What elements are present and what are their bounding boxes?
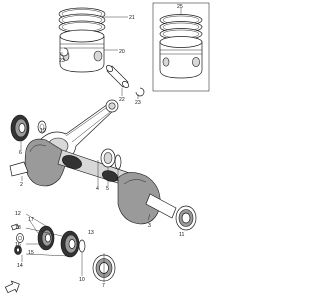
gear-spacer[interactable]	[78, 239, 86, 253]
callout-3: 3	[148, 223, 151, 229]
piston-pin-circlip-right[interactable]	[135, 87, 145, 97]
callout-2: 2	[20, 182, 23, 188]
callout-4: 4	[96, 186, 99, 192]
callout-19: 19	[40, 128, 46, 134]
nut-small[interactable]	[14, 245, 22, 255]
callout-5: 5	[106, 186, 109, 192]
callout-23a: 23	[59, 58, 65, 64]
callout-16: 16	[15, 242, 21, 248]
crank-key[interactable]	[11, 223, 19, 231]
callout-10: 10	[79, 277, 85, 283]
piston	[59, 35, 105, 73]
callout-15: 15	[28, 250, 34, 256]
callout-14: 14	[17, 263, 23, 269]
crankshaft-gear-left[interactable]	[10, 114, 30, 142]
callout-17: 17	[28, 217, 34, 223]
callout-12: 12	[15, 211, 21, 217]
callout-22: 22	[119, 97, 125, 103]
callout-20: 20	[119, 49, 125, 55]
callout-7: 7	[102, 283, 105, 289]
callout-labels: 21 20 23 22 23 25 19 6 2 4 5 1 3 11 12 1…	[15, 4, 184, 289]
crankshaft-bearing-right[interactable]	[175, 205, 197, 231]
callout-11: 11	[179, 232, 184, 238]
callout-23b: 23	[135, 100, 141, 106]
callout-6: 6	[19, 150, 22, 156]
piston-set-frame[interactable]	[152, 2, 210, 92]
crankshaft[interactable]	[9, 138, 177, 225]
piston-assembly[interactable]	[58, 7, 106, 73]
primary-drive-gear[interactable]	[37, 225, 55, 251]
crankshaft-exploded-diagram: 21 20 23 22 23 25 19 6 2 4 5 1 3 11 12 1…	[4, 2, 210, 294]
callout-13: 13	[88, 230, 94, 236]
callout-25: 25	[177, 4, 183, 10]
callout-18: 18	[15, 225, 21, 231]
callout-1: 1	[116, 177, 119, 183]
piston-pin[interactable]	[105, 64, 130, 89]
crankshaft-bearing-center[interactable]	[100, 148, 122, 170]
front-arrow-icon	[4, 280, 20, 294]
callout-21: 21	[129, 15, 135, 21]
connecting-rod[interactable]	[39, 99, 119, 161]
washer-small[interactable]	[16, 233, 24, 243]
balancer-drive-gear[interactable]	[60, 230, 80, 258]
leader-lines	[20, 8, 182, 282]
